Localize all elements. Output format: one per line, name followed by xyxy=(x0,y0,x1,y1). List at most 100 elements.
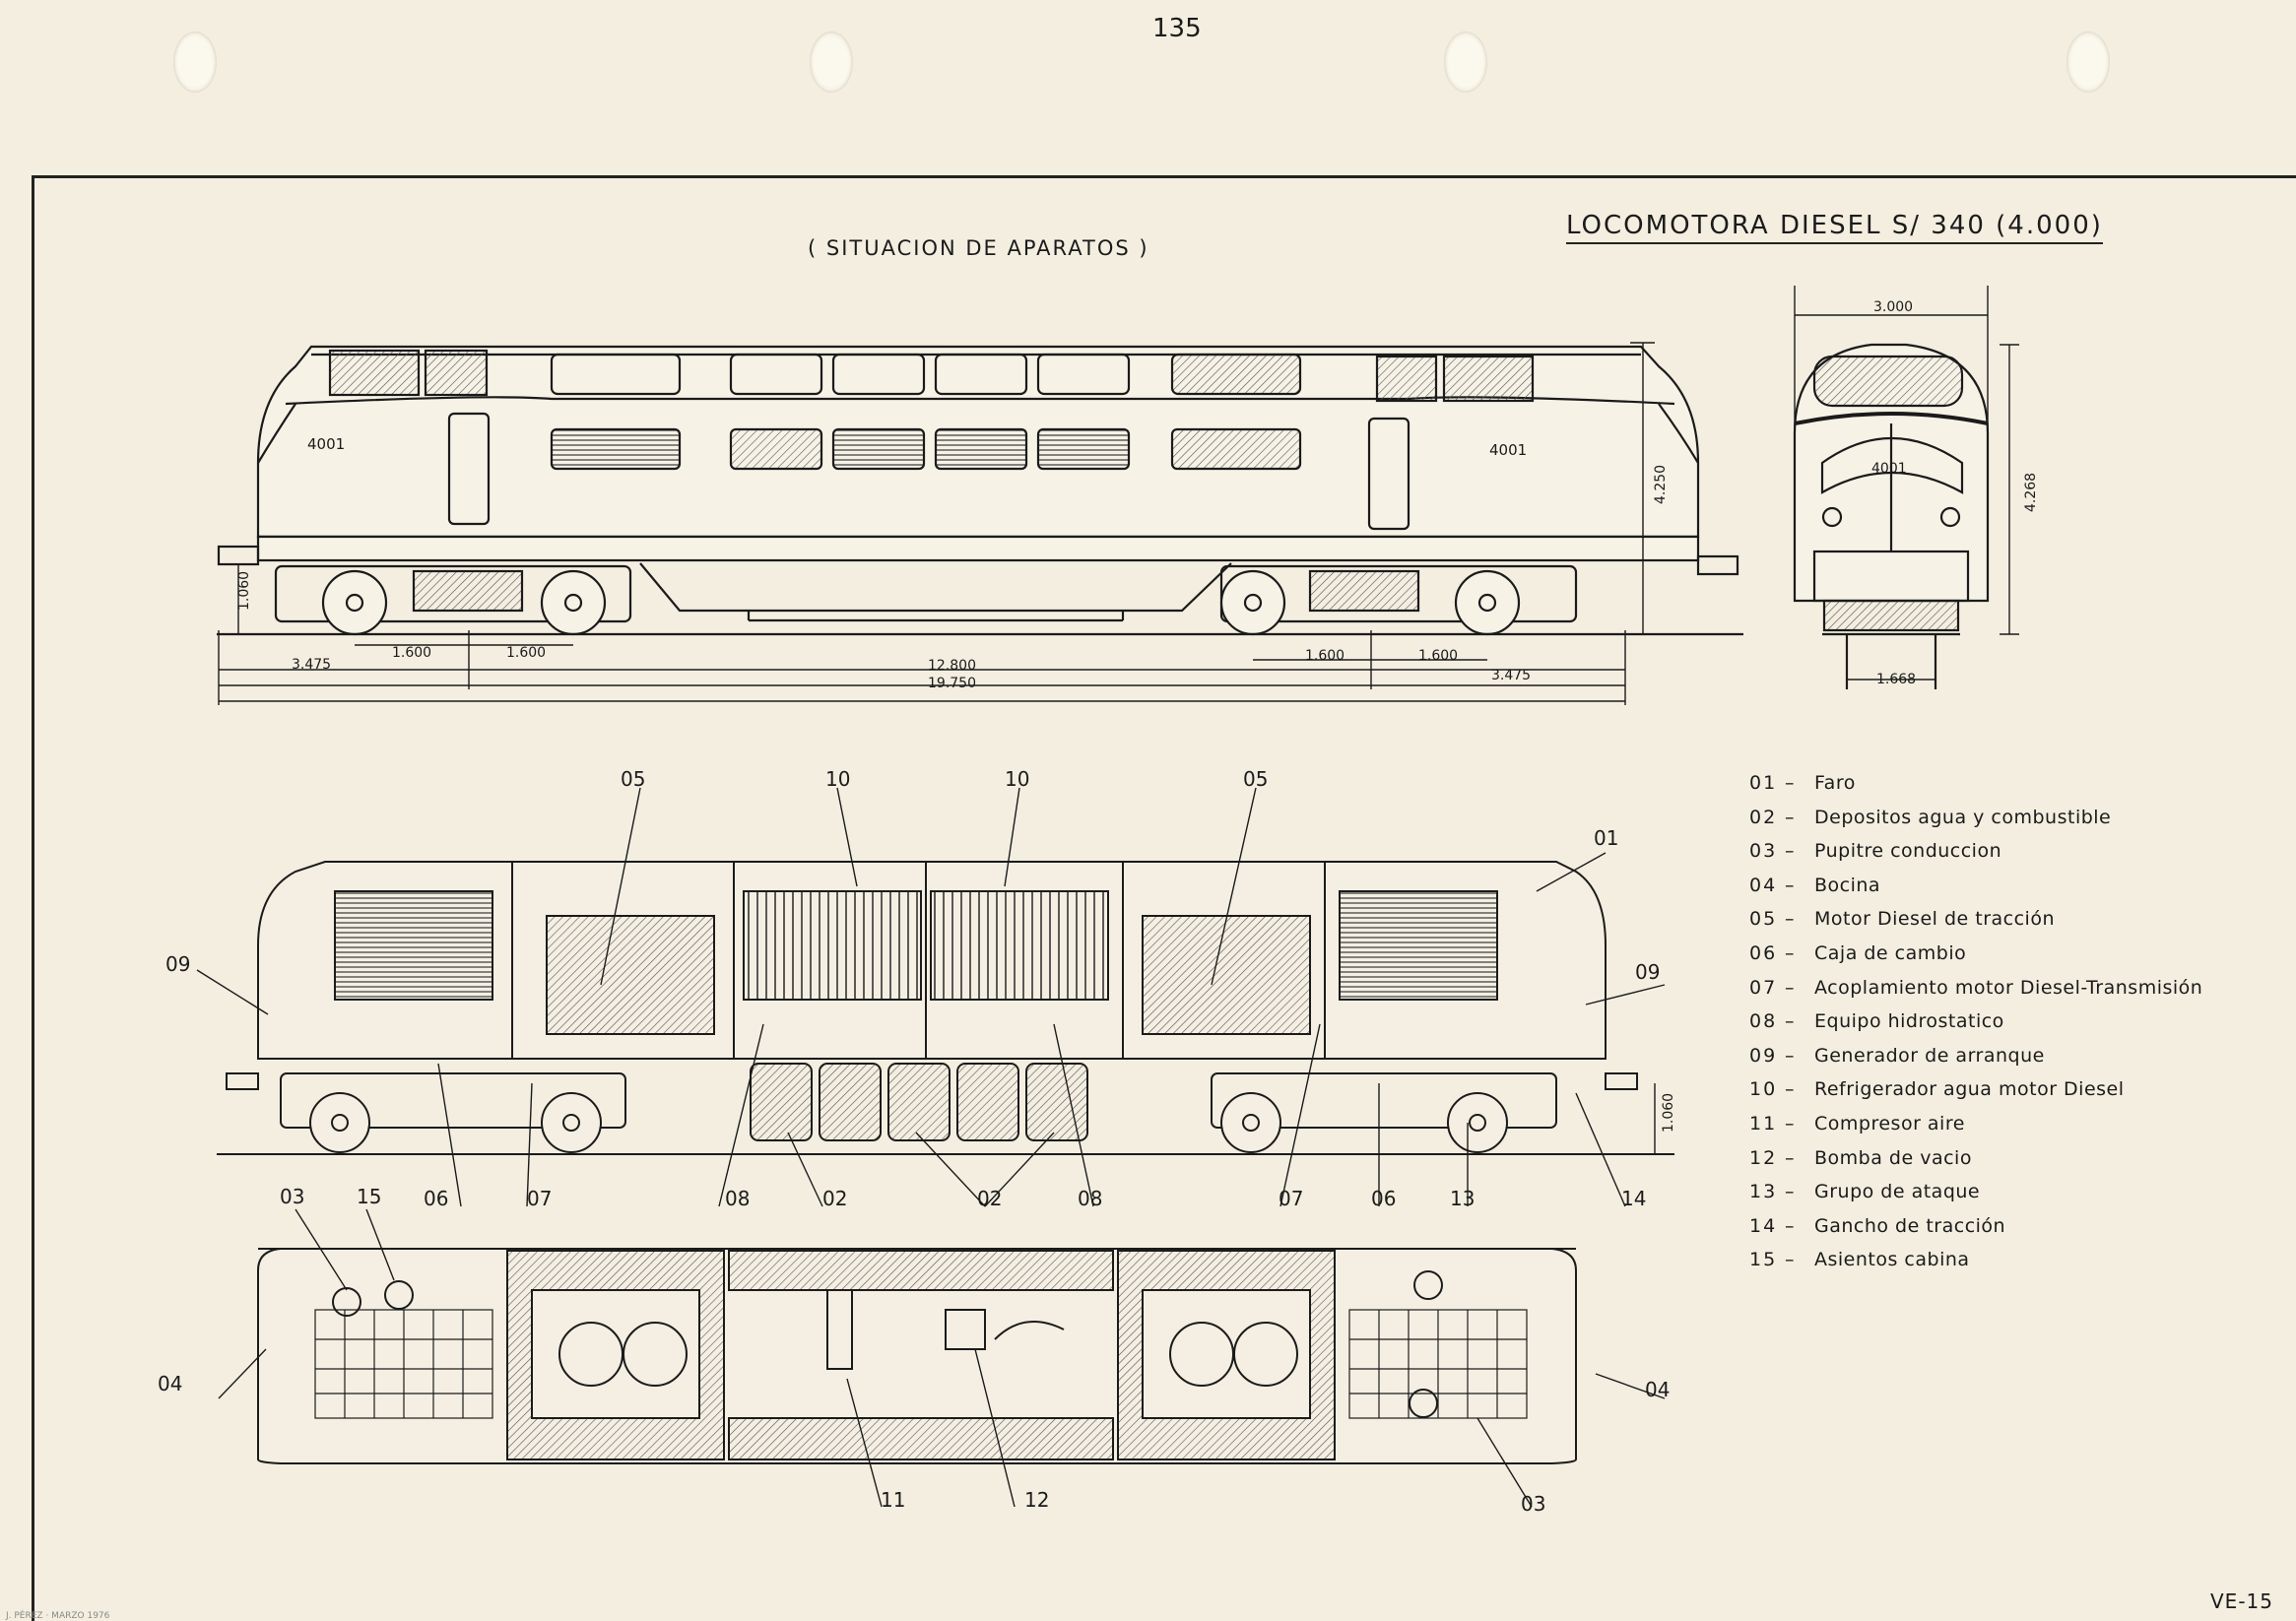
legend-label: Asientos cabina xyxy=(1814,1249,1970,1271)
legend-dash: – xyxy=(1785,1044,1795,1067)
dim-overhang-left: 3.475 xyxy=(292,657,331,673)
legend-label: Acoplamiento motor Diesel-Transmisión xyxy=(1814,976,2203,999)
section-dim-height: 1.060 xyxy=(1661,1093,1676,1133)
callout-08: 08 xyxy=(1078,1187,1102,1210)
legend-item: 10–Refrigerador agua motor Diesel xyxy=(1749,1078,2202,1113)
callout-02: 02 xyxy=(822,1187,847,1210)
drawing-title: LOCOMOTORA DIESEL S/ 340 (4.000) xyxy=(1566,211,2103,244)
loco-number-rear: 4001 xyxy=(1489,441,1527,459)
front-loco-number: 4001 xyxy=(1871,461,1907,477)
legend-dash: – xyxy=(1785,1249,1795,1271)
legend-label: Equipo hidrostatico xyxy=(1814,1010,2004,1033)
plan-leader-lines xyxy=(218,1208,1666,1508)
legend-dash: – xyxy=(1785,1146,1795,1169)
legend-label: Caja de cambio xyxy=(1814,941,1967,964)
legend-dash: – xyxy=(1785,806,1795,828)
callout-03: 03 xyxy=(1521,1492,1545,1516)
legend-code: 05 xyxy=(1749,908,1778,931)
legend-code: 09 xyxy=(1749,1044,1778,1067)
legend-item: 09–Generador de arranque xyxy=(1749,1045,2202,1079)
legend-code: 06 xyxy=(1749,941,1778,964)
legend-dash: – xyxy=(1785,1078,1795,1101)
callout-13: 13 xyxy=(1450,1187,1475,1210)
dim-total-length: 19.750 xyxy=(928,676,976,691)
callout-03: 03 xyxy=(280,1185,304,1208)
callout-07: 07 xyxy=(527,1187,552,1210)
legend-item: 12–Bomba de vacio xyxy=(1749,1147,2202,1182)
callout-06: 06 xyxy=(1371,1187,1396,1210)
legend-code: 01 xyxy=(1749,772,1778,794)
front-dim-height: 4.268 xyxy=(2023,473,2039,512)
dim-bogie-centres: 12.800 xyxy=(928,658,976,674)
legend-code: 13 xyxy=(1749,1181,1778,1203)
page-number: 135 xyxy=(1152,14,1202,43)
section-leader-lines xyxy=(196,787,1666,1207)
callout-02: 02 xyxy=(977,1187,1002,1210)
legend-dash: – xyxy=(1785,941,1795,964)
legend-dash: – xyxy=(1785,1010,1795,1033)
legend-label: Generador de arranque xyxy=(1814,1044,2045,1067)
callout-10: 10 xyxy=(1005,767,1029,791)
legend-label: Pupitre conduccion xyxy=(1814,840,2002,863)
binder-hole xyxy=(2066,32,2110,93)
legend-code: 02 xyxy=(1749,806,1778,828)
callout-04: 04 xyxy=(1645,1378,1670,1401)
legend-label: Motor Diesel de tracción xyxy=(1814,908,2055,931)
legend-label: Depositos agua y combustible xyxy=(1814,806,2112,828)
binder-hole xyxy=(1444,32,1487,93)
legend-item: 05–Motor Diesel de tracción xyxy=(1749,908,2202,942)
legend-dash: – xyxy=(1785,908,1795,931)
legend-code: 10 xyxy=(1749,1078,1778,1101)
legend-item: 02–Depositos agua y combustible xyxy=(1749,807,2202,841)
legend-item: 11–Compresor aire xyxy=(1749,1113,2202,1147)
legend-label: Bocina xyxy=(1814,874,1881,896)
callout-14: 14 xyxy=(1621,1187,1646,1210)
callout-07: 07 xyxy=(1279,1187,1303,1210)
front-dim-gauge: 1.668 xyxy=(1876,672,1916,687)
legend-code: 11 xyxy=(1749,1112,1778,1135)
legend-item: 13–Grupo de ataque xyxy=(1749,1181,2202,1215)
front-view-dimensions xyxy=(1794,286,2019,681)
front-elevation-view xyxy=(1793,343,1990,689)
front-dim-width: 3.000 xyxy=(1873,299,1913,315)
legend-dash: – xyxy=(1785,874,1795,896)
plan-callouts: 03 15 04 04 11 12 03 xyxy=(158,1185,1670,1516)
legend-label: Faro xyxy=(1814,772,1856,794)
callout-09: 09 xyxy=(165,952,190,976)
legend-code: 07 xyxy=(1749,976,1778,999)
legend-item: 14–Gancho de tracción xyxy=(1749,1215,2202,1250)
callout-15: 15 xyxy=(357,1185,381,1208)
legend-dash: – xyxy=(1785,840,1795,863)
binder-hole xyxy=(173,32,217,93)
binder-hole xyxy=(810,32,853,93)
sheet-code: VE-15 xyxy=(2210,1589,2273,1613)
legend-label: Grupo de ataque xyxy=(1814,1181,1981,1203)
dim-bogie-right-2: 1.600 xyxy=(1418,648,1458,664)
legend-dash: – xyxy=(1785,1181,1795,1203)
legend-label: Gancho de tracción xyxy=(1814,1214,2006,1237)
callout-10: 10 xyxy=(825,767,850,791)
legend-item: 15–Asientos cabina xyxy=(1749,1249,2202,1283)
dim-bogie-left-1: 1.600 xyxy=(392,645,431,661)
dim-overhang-right: 3.475 xyxy=(1491,668,1531,683)
legend-item: 04–Bocina xyxy=(1749,875,2202,909)
callout-09: 09 xyxy=(1635,960,1660,984)
longitudinal-section-view xyxy=(217,861,1674,1155)
dim-bogie-right-1: 1.600 xyxy=(1305,648,1345,664)
legend-dash: – xyxy=(1785,1112,1795,1135)
legend-item: 06–Caja de cambio xyxy=(1749,942,2202,977)
legend-code: 08 xyxy=(1749,1010,1778,1033)
legend-code: 03 xyxy=(1749,840,1778,863)
legend-item: 03–Pupitre conduccion xyxy=(1749,840,2202,875)
legend-item: 07–Acoplamiento motor Diesel-Transmisión xyxy=(1749,977,2202,1011)
legend-dash: – xyxy=(1785,976,1795,999)
drawing-frame xyxy=(32,175,2296,1621)
callout-04: 04 xyxy=(158,1372,182,1395)
section-callouts: 05 10 10 05 01 09 09 06 07 08 02 02 08 0… xyxy=(165,767,1660,1210)
callout-05: 05 xyxy=(621,767,645,791)
loco-number-front: 4001 xyxy=(307,435,345,453)
legend-item: 08–Equipo hidrostatico xyxy=(1749,1010,2202,1045)
dim-buffer-height: 1.060 xyxy=(236,571,252,611)
